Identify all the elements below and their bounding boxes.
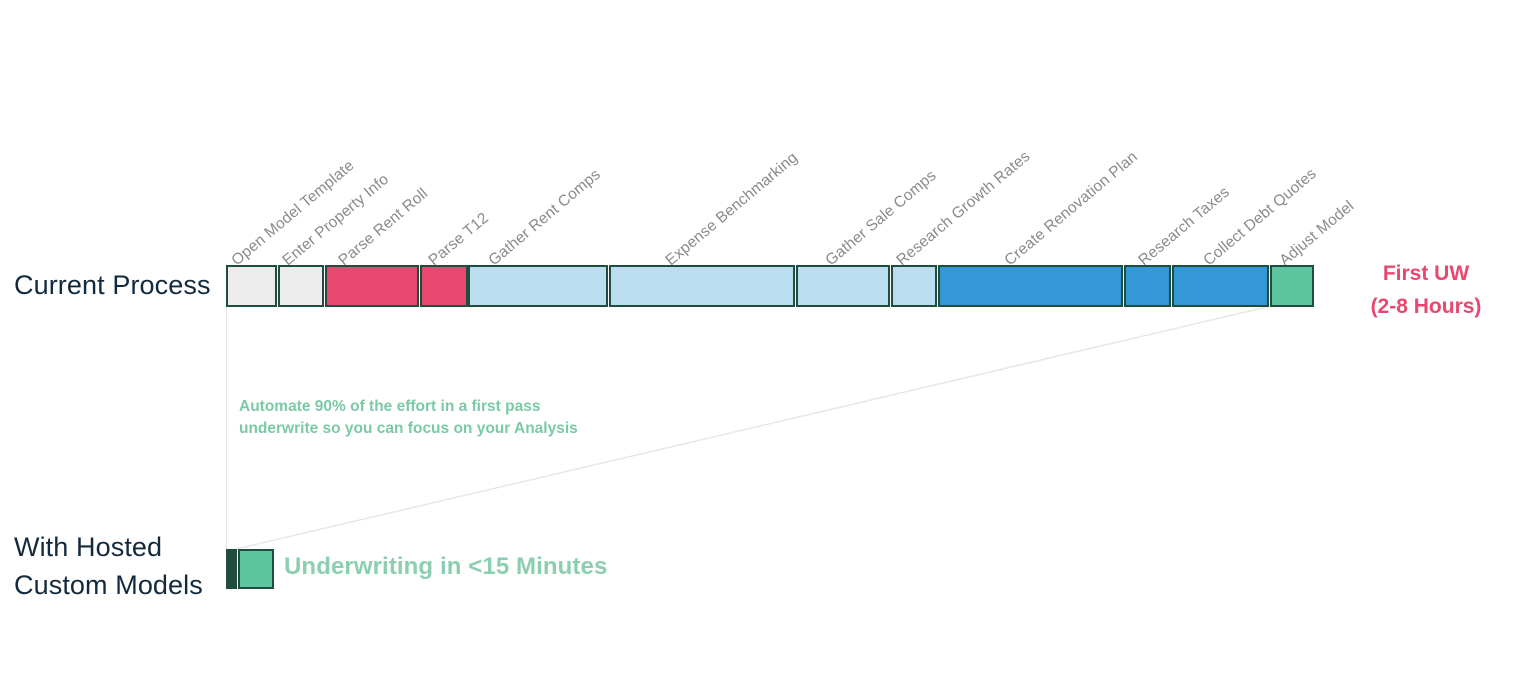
bar-segment	[938, 265, 1123, 307]
bar-segment	[233, 549, 237, 589]
connector-vertical-line	[226, 307, 227, 550]
bar-segment	[325, 265, 419, 307]
bar-segment	[278, 265, 324, 307]
callout-automate-effort: Automate 90% of the effort in a first pa…	[239, 398, 578, 437]
bar-segment	[1172, 265, 1269, 307]
bar-segment	[238, 549, 274, 589]
bar-segment	[891, 265, 937, 307]
bar-segment	[1124, 265, 1171, 307]
bar-segment	[229, 549, 233, 589]
task-label: Gather Rent Comps	[485, 165, 604, 270]
task-label: Expense Benchmarking	[662, 149, 802, 270]
row-label-hosted-custom-models: With Hosted Custom Models	[14, 532, 203, 600]
bar-segment	[609, 265, 795, 307]
task-label: Parse T12	[425, 209, 492, 270]
callout-first-uw-hours: First UW (2-8 Hours)	[1370, 262, 1482, 318]
callout-underwriting-minutes: Underwriting in <15 Minutes	[284, 553, 608, 580]
bar-current-process	[226, 265, 1314, 307]
bar-segment	[796, 265, 890, 307]
bar-hosted-custom-models	[226, 549, 274, 589]
bar-segment	[1270, 265, 1314, 307]
row-label-current-process: Current Process	[14, 270, 211, 300]
bar-segment	[226, 265, 277, 307]
bar-segment	[420, 265, 468, 307]
bar-segment	[468, 265, 608, 307]
